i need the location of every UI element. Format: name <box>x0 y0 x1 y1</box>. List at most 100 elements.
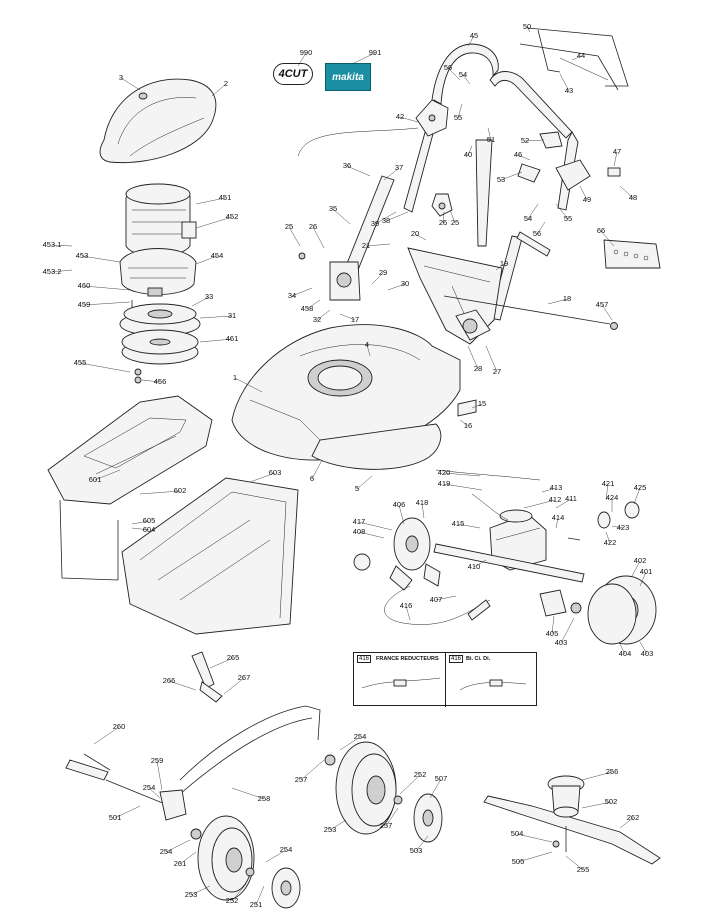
leader-line <box>555 517 559 529</box>
part-number-label: 25 <box>451 218 459 227</box>
leader-line <box>297 52 307 67</box>
part-number-label: 505 <box>512 857 525 866</box>
leader-line <box>383 167 400 181</box>
part-number-label: 401 <box>640 567 653 576</box>
leader-line <box>523 499 556 509</box>
leader-line <box>139 490 181 495</box>
deck-1 <box>231 324 461 470</box>
pulley-461 <box>121 329 199 365</box>
part-number-label: 54 <box>459 70 467 79</box>
leader-line <box>524 139 545 142</box>
part-number-label: 455 <box>74 358 87 367</box>
part-number-label: 458 <box>301 304 314 313</box>
leader-line <box>199 315 233 319</box>
part-number-label: 52 <box>521 136 529 145</box>
part-number-label: 416 <box>400 601 413 610</box>
leader-line <box>399 774 421 795</box>
part-number-label: 3 <box>119 73 123 82</box>
leader-line <box>517 154 531 161</box>
leader-line <box>467 145 473 156</box>
part-number-label: 413 <box>550 483 563 492</box>
part-number-label: 410 <box>468 562 481 571</box>
leader-line <box>79 362 131 373</box>
part-number-label: 403 <box>641 649 654 658</box>
leader-line <box>312 226 325 249</box>
part-number-label: 18 <box>563 294 571 303</box>
height-lever-265 <box>191 651 223 703</box>
part-number-label: 55 <box>454 113 462 122</box>
part-number-label: 407 <box>430 595 443 604</box>
leader-line <box>527 203 539 220</box>
leader-line <box>613 151 618 167</box>
leader-line <box>526 26 531 33</box>
part-number-label: 265 <box>227 653 240 662</box>
part-number-label: 46 <box>514 150 522 159</box>
part-number-label: 453 <box>76 251 89 260</box>
handle-258 <box>179 705 321 795</box>
leader-line <box>374 211 397 225</box>
lever-rod-256 <box>65 753 187 821</box>
part-number-label: 425 <box>634 483 647 492</box>
leader-line <box>457 523 481 529</box>
leader-line <box>571 55 582 61</box>
part-number-label: 461 <box>226 334 239 343</box>
hub-parts-421 <box>567 501 640 541</box>
leader-line <box>600 230 615 247</box>
leader-line <box>631 560 641 577</box>
variant-cell-france: 416 FRANCE REDUCTEURS <box>354 653 446 707</box>
leader-line <box>467 35 475 47</box>
part-number-label: 261 <box>174 859 187 868</box>
wheel-washers <box>190 754 403 877</box>
leader-line <box>255 885 265 906</box>
part-number-label: 418 <box>416 498 429 507</box>
motor-base-453 <box>119 248 197 297</box>
leader-line <box>190 885 211 896</box>
variant-cable-bicidi <box>459 679 527 691</box>
handle-bracket-50 <box>519 27 629 91</box>
leader-line <box>339 313 356 321</box>
leader-line <box>442 211 445 224</box>
leader-line <box>51 244 73 247</box>
leader-line <box>93 726 120 745</box>
leader-line <box>234 377 263 393</box>
leader-line <box>398 504 405 525</box>
leader-line <box>555 203 569 220</box>
part-number-label: 405 <box>546 629 559 638</box>
leader-line <box>565 855 584 871</box>
part-number-label: 256 <box>606 767 619 776</box>
part-number-label: 257 <box>380 821 393 830</box>
leader-line <box>516 833 553 843</box>
part-number-label: 15 <box>478 399 486 408</box>
part-number-label: 28 <box>474 364 482 373</box>
gearbox-412 <box>489 509 547 571</box>
part-number-label: 45 <box>470 31 478 40</box>
part-number-label: 990 <box>300 48 313 57</box>
leader-line <box>223 677 245 695</box>
leader-line <box>619 185 634 199</box>
leader-line <box>536 221 546 235</box>
screws-motor <box>131 300 142 384</box>
leader-line <box>601 304 613 321</box>
leader-line <box>51 269 73 273</box>
leader-line <box>365 243 391 247</box>
part-number-label: 267 <box>238 673 251 682</box>
leader-line <box>366 344 371 357</box>
part-number-label: 403 <box>555 638 568 647</box>
leader-lines <box>51 26 648 906</box>
part-number-label: 19 <box>500 259 508 268</box>
leader-line <box>639 641 648 655</box>
leader-line <box>300 759 325 781</box>
leader-line <box>415 835 429 852</box>
part-number-label: 460 <box>78 281 91 290</box>
control-box-42 <box>297 99 449 157</box>
part-number-label: 6 <box>310 474 314 483</box>
part-number-label: 29 <box>379 268 387 277</box>
part-number-label: 262 <box>627 813 640 822</box>
variant-code-left: 416 <box>357 655 372 663</box>
leader-line <box>457 103 463 119</box>
handle-fittings <box>431 131 661 269</box>
part-number-label: 5 <box>355 484 359 493</box>
leader-line <box>633 487 641 505</box>
blade-adapter-507 <box>547 775 585 852</box>
